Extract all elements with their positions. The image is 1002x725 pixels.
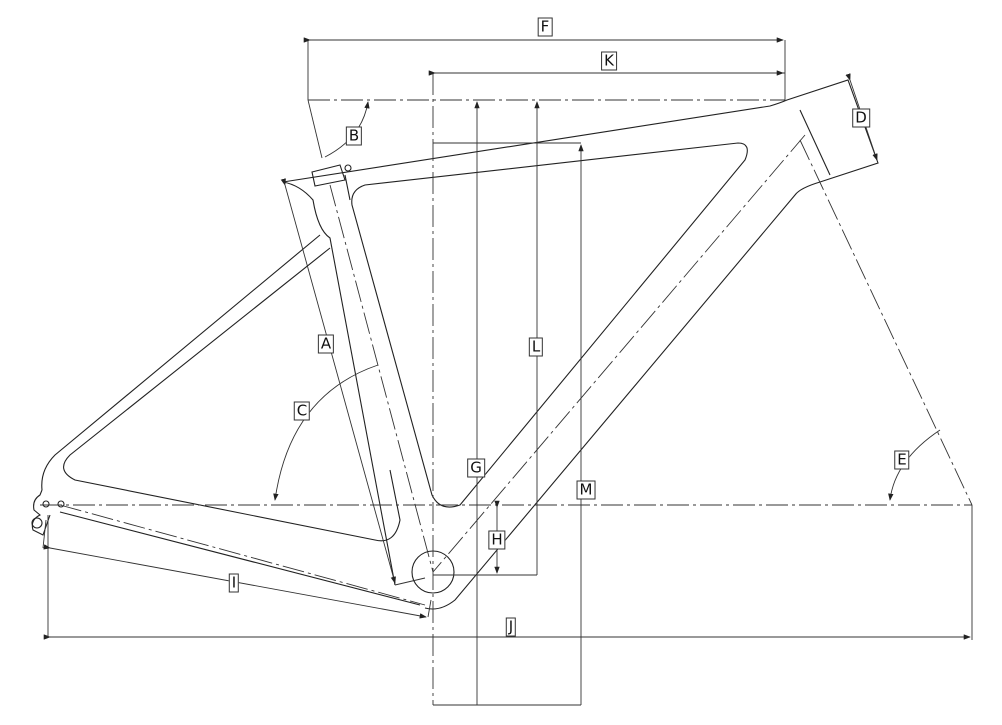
dimension-label-i: I [228, 573, 240, 593]
dimension-label-h: H [488, 530, 506, 550]
frame-outline [31, 79, 879, 610]
dimension-label-f: F [537, 17, 553, 37]
dimension-label-b: B [345, 126, 363, 146]
dimension-label-c: C [293, 401, 311, 421]
dimension-label-e: E [894, 450, 910, 470]
dimension-label-j: J [505, 617, 517, 637]
dimension-label-d: D [852, 108, 870, 128]
center-lines [40, 73, 973, 705]
dimension-label-m: M [576, 480, 596, 500]
dimension-label-k: K [601, 51, 617, 71]
dimension-label-g: G [467, 458, 485, 478]
dropout-hanger-icon [31, 517, 43, 529]
dimension-lines [42, 37, 973, 706]
dimension-label-a: A [317, 334, 335, 354]
dimension-label-l: L [528, 337, 544, 357]
